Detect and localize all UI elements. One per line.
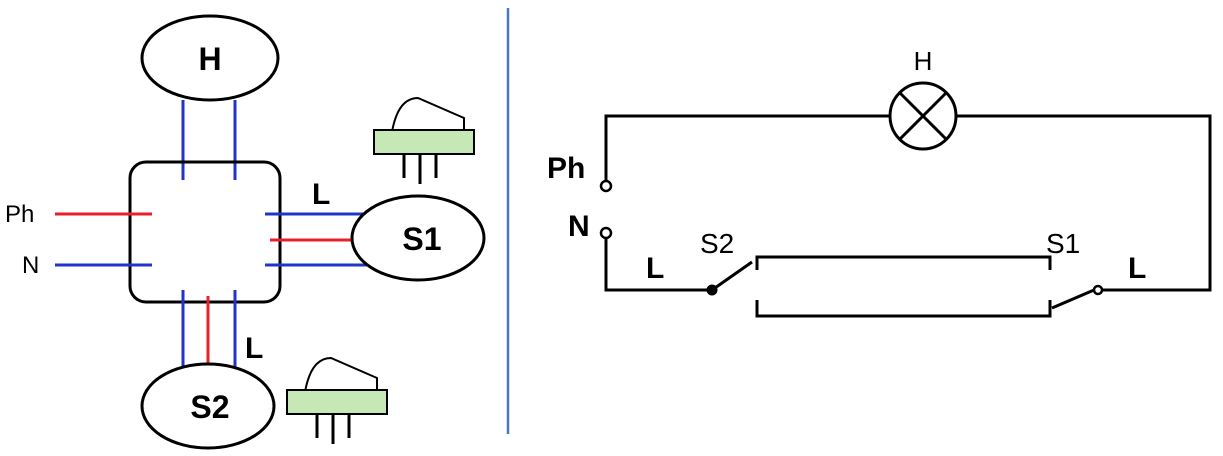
switch-s2-label: S2 [190,389,229,425]
s1-load-label: L [312,178,330,211]
left-phase-label: Ph [5,201,34,228]
schematic-s2-label: S2 [700,228,734,259]
junction-box [128,160,282,304]
junction-wiring-panel: H Ph N L S1 L S2 [5,14,486,450]
switch-s2-ellipse [140,362,276,450]
switch-s1-label: S1 [402,221,441,257]
neutral-terminal[interactable] [599,226,613,240]
schematic-panel [599,81,1212,318]
switch-s1-blade [1051,288,1095,310]
lamp-h-ellipse [140,14,280,102]
top-wire-left [604,114,890,180]
switch-s1-pivot[interactable] [1092,284,1104,296]
switch-s2-blade [711,260,753,292]
traveler-wire-top [755,255,1052,270]
schematic-lamp-label: H [914,46,933,76]
bottom-wire-left [604,238,710,292]
rocker-switch-icon [373,96,475,184]
s2-load-label: L [245,332,263,365]
rocker-switch-icon [286,356,388,444]
schematic-load-label-right: L [1128,252,1146,285]
traveler-wire-bottom [755,300,1052,318]
switch-s1-ellipse [350,194,486,282]
schematic-phase-label: Ph [547,152,585,185]
left-neutral-label: N [22,252,39,279]
top-wire-right [956,114,1212,292]
schematic-load-label-left: L [646,252,664,285]
lamp-h-label: H [198,41,221,77]
schematic-neutral-label: N [568,210,590,243]
schematic-s1-label: S1 [1046,228,1080,259]
lamp-cross-b [898,91,948,141]
phase-terminal[interactable] [599,179,613,193]
